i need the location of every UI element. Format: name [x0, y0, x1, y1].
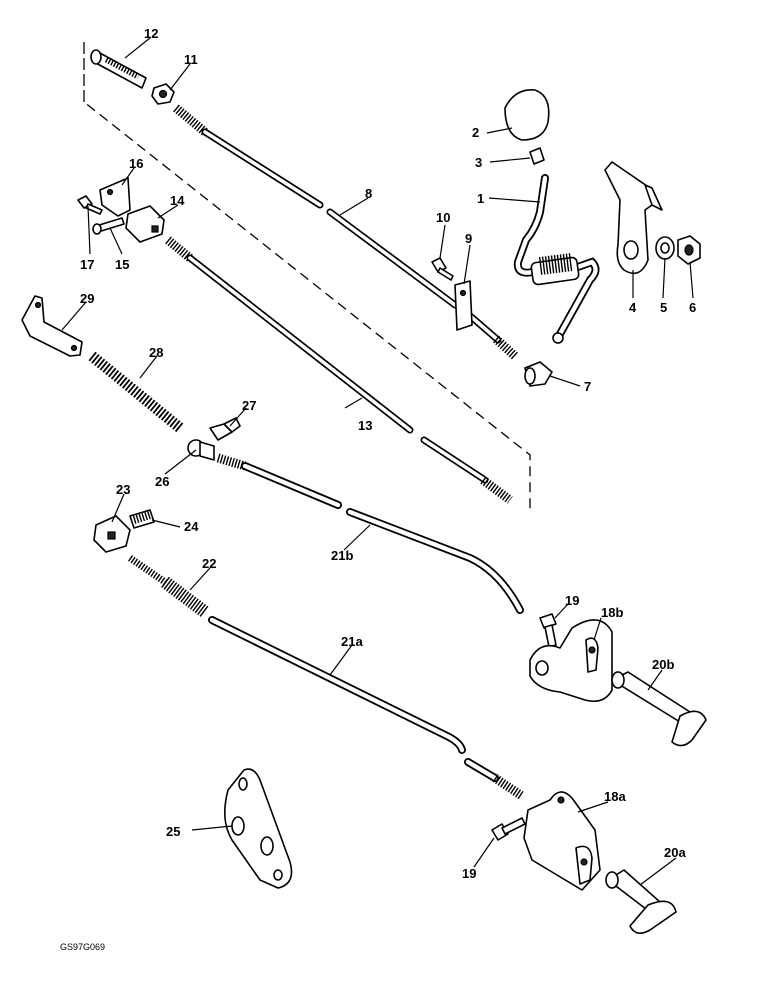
housing-18b	[529, 619, 613, 703]
handle-20a	[605, 869, 677, 934]
label-13: 13	[358, 418, 372, 433]
label-27: 27	[242, 398, 256, 413]
assembly-boundary	[83, 42, 531, 510]
nut-11	[151, 83, 175, 105]
label-3: 3	[475, 155, 482, 170]
nut-6	[677, 235, 701, 265]
label-23: 23	[116, 482, 130, 497]
label-11: 11	[184, 52, 198, 67]
pin-24	[129, 509, 155, 529]
label-17: 17	[80, 257, 94, 272]
ball-joint-26	[187, 439, 215, 461]
label-15: 15	[115, 257, 129, 272]
label-21a: 21a	[341, 634, 363, 649]
label-29: 29	[80, 291, 94, 306]
rod-8	[173, 104, 520, 361]
label-6: 6	[689, 300, 696, 315]
housing-18a	[523, 791, 601, 891]
bolt-19-upper	[539, 613, 557, 648]
clevis-14	[125, 205, 165, 243]
label-9: 9	[465, 231, 472, 246]
rod-21b	[216, 453, 524, 614]
label-26: 26	[155, 474, 169, 489]
label-20a: 20a	[664, 845, 686, 860]
pin-15	[92, 217, 125, 235]
knob-2	[504, 89, 550, 141]
label-4: 4	[629, 300, 637, 315]
drawing-reference-code: GS97G069	[60, 942, 105, 952]
label-8: 8	[365, 186, 372, 201]
adjuster-22	[128, 555, 209, 618]
sleeve-12	[90, 49, 147, 89]
gear-lever-1	[513, 174, 600, 344]
bracket-29	[21, 295, 83, 357]
bracket-plate-9	[454, 280, 473, 331]
clevis-23	[93, 515, 131, 553]
label-12: 12	[144, 26, 158, 41]
bolt-17	[77, 195, 103, 215]
label-28: 28	[149, 345, 163, 360]
label-18b: 18b	[601, 605, 623, 620]
washer-5	[655, 236, 675, 260]
leader-lines	[61, 37, 694, 886]
ring-3	[529, 147, 545, 165]
label-10: 10	[436, 210, 450, 225]
bolt-19-lower	[491, 817, 526, 841]
label-14: 14	[170, 193, 185, 208]
label-7: 7	[584, 379, 591, 394]
rod-21a	[208, 616, 525, 800]
spring-28	[88, 351, 184, 433]
label-24: 24	[184, 519, 199, 534]
handle-20b	[611, 671, 707, 747]
label-18a: 18a	[604, 789, 626, 804]
label-22: 22	[202, 556, 216, 571]
clip-7	[524, 361, 553, 387]
label-1: 1	[477, 191, 484, 206]
bracket-16	[99, 177, 131, 217]
label-21b: 21b	[331, 548, 353, 563]
label-19-lower: 19	[462, 866, 476, 881]
label-2: 2	[472, 125, 479, 140]
label-5: 5	[660, 300, 667, 315]
part-labels: 12 11 2 3 1 4 5 6 7 8 9 10 16 14 15 17 2…	[60, 26, 696, 952]
screw-10	[431, 257, 454, 281]
label-16: 16	[129, 156, 143, 171]
label-25: 25	[166, 824, 180, 839]
bracket-25	[224, 768, 293, 889]
rod-13	[165, 236, 513, 504]
stud-27	[209, 417, 241, 441]
label-20b: 20b	[652, 657, 674, 672]
label-19-upper: 19	[565, 593, 579, 608]
bracket-4	[604, 161, 663, 275]
